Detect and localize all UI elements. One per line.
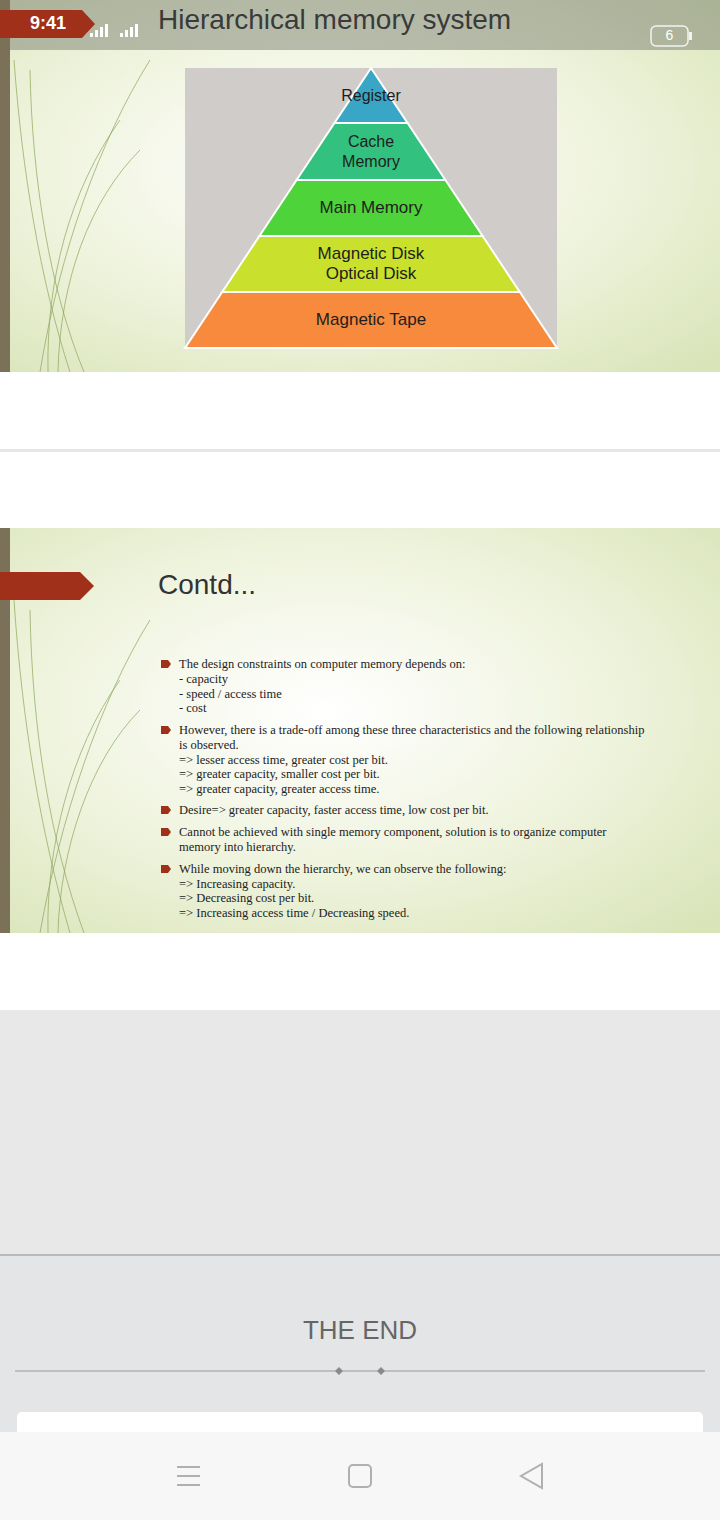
slide-strip xyxy=(0,0,10,372)
slide-ground xyxy=(0,528,720,933)
band-label: Magnetic Tape xyxy=(316,310,426,330)
divider xyxy=(0,449,720,452)
band-shape xyxy=(185,123,557,180)
rule-line xyxy=(15,1371,705,1372)
band-fill xyxy=(259,180,482,236)
slide-ground xyxy=(0,1010,720,1255)
bullet-text: While moving down the hierarchy, we can … xyxy=(179,862,507,877)
band-label: Main Memory xyxy=(320,198,423,218)
sub-item: => lesser access time, greater cost per … xyxy=(179,753,388,768)
band-inner: Magnetic Tape xyxy=(185,292,557,348)
end-title: THE END xyxy=(0,1315,720,1346)
status-bar xyxy=(0,0,720,50)
status-time: 9:41 xyxy=(30,13,66,35)
bullet-text: However, there is a trade-off among thes… xyxy=(179,723,649,752)
sub-item: => Decreasing cost per bit. xyxy=(179,891,314,906)
slide-title: Contd... xyxy=(158,568,256,602)
pyramid-band: Magnetic Disk Optical Disk xyxy=(185,236,557,292)
sub-item: - capacity xyxy=(179,672,228,687)
badge-outline xyxy=(651,26,688,46)
slide-ground xyxy=(0,0,720,372)
band-label: Cache Memory xyxy=(331,132,411,170)
divider xyxy=(0,1254,720,1256)
band-inner: Register xyxy=(185,68,557,123)
sub-item: => greater capacity, smaller cost per bi… xyxy=(179,767,380,782)
sub-item: - cost xyxy=(179,701,206,716)
band-inner: Cache Memory xyxy=(185,123,557,180)
pyramid-band: Magnetic Tape xyxy=(185,292,557,348)
rule-diamond xyxy=(377,1367,385,1375)
rule-diamond xyxy=(335,1367,343,1375)
sub-item: => greater capacity, greater access time… xyxy=(179,782,379,797)
pyramid-apex: Register xyxy=(185,68,557,123)
bullet-marker xyxy=(161,660,171,873)
pyramid-band: Cache Memory xyxy=(185,123,557,180)
nav-bar xyxy=(0,1432,720,1520)
band-label: Magnetic Disk Optical Disk xyxy=(306,244,436,285)
band-label: Register xyxy=(341,86,401,105)
sub-item: => Increasing capacity. xyxy=(179,877,295,892)
badge-tip xyxy=(689,32,692,40)
bullet-text: Cannot be achieved with single memory co… xyxy=(179,825,649,854)
slide-ground xyxy=(0,1256,720,1432)
sub-item: => Increasing access time / Decreasing s… xyxy=(179,906,409,921)
decor-curves xyxy=(14,60,150,372)
title-arrow xyxy=(0,10,95,38)
band-fill xyxy=(222,236,520,292)
sub-item: - speed / access time xyxy=(179,687,282,702)
bullet-text: The design constraints on computer memor… xyxy=(179,657,465,672)
band-inner: Magnetic Disk Optical Disk xyxy=(185,236,557,292)
nav-icons xyxy=(177,1464,542,1488)
bullet-text: Desire=> greater capacity, faster access… xyxy=(179,803,489,818)
pyramid-band: Main Memory xyxy=(185,180,557,236)
band-fill xyxy=(185,292,557,348)
band-inner: Main Memory xyxy=(185,180,557,236)
title-arrow xyxy=(0,572,94,600)
badge-number: 6 xyxy=(651,27,688,44)
band-fill xyxy=(297,123,446,180)
decor-curves xyxy=(14,600,150,933)
pyramid-panel xyxy=(185,68,557,348)
band-fill xyxy=(334,68,407,123)
slide-title: Hierarchical memory system xyxy=(158,4,511,36)
signal-icon xyxy=(90,24,138,37)
